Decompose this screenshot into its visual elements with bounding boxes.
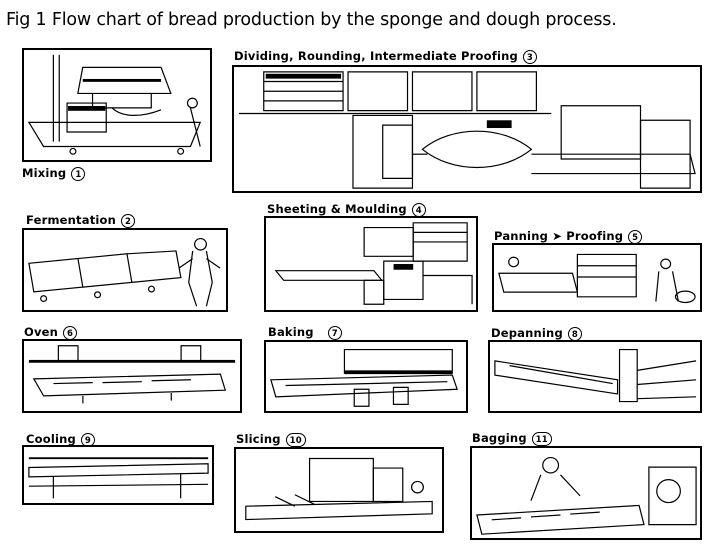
step-number-badge: 11 [531, 431, 552, 446]
dividing-illustration [234, 67, 700, 191]
baking-panel [264, 340, 468, 413]
step-number-badge: 4 [411, 202, 426, 217]
step-number-badge: 6 [63, 325, 78, 340]
panning-illustration [494, 245, 700, 310]
slicing-illustration [236, 449, 442, 531]
slicing-panel [234, 447, 444, 533]
cooling-panel [22, 445, 214, 505]
depanning-panel [488, 340, 702, 413]
step-number-badge: 8 [567, 326, 582, 341]
bagging-illustration [472, 448, 700, 538]
step-number-badge: 3 [522, 49, 537, 64]
oven-illustration [24, 341, 236, 411]
panning-panel [492, 243, 702, 312]
sheeting-panel [264, 216, 478, 312]
cooling-illustration [24, 457, 212, 503]
baking-illustration [266, 342, 466, 411]
step-number-badge: 1 [71, 166, 86, 181]
stage-label-dividing: Dividing, Rounding, Intermediate Proofin… [234, 49, 537, 64]
step-number-badge: 7 [327, 325, 342, 340]
fermentation-illustration [24, 230, 226, 310]
fermentation-panel [22, 228, 228, 312]
step-number-badge: 2 [121, 213, 136, 228]
step-number-badge: 5 [628, 229, 643, 244]
dividing-panel [232, 65, 702, 193]
step-number-badge: 10 [285, 432, 306, 447]
figure-title: Fig 1 Flow chart of bread production by … [6, 10, 617, 30]
depanning-illustration [490, 342, 700, 411]
mixing-illustration [24, 50, 210, 160]
mixing-panel [22, 48, 212, 162]
bagging-panel [470, 446, 702, 540]
sheeting-illustration [266, 218, 476, 310]
oven-panel [22, 339, 242, 413]
